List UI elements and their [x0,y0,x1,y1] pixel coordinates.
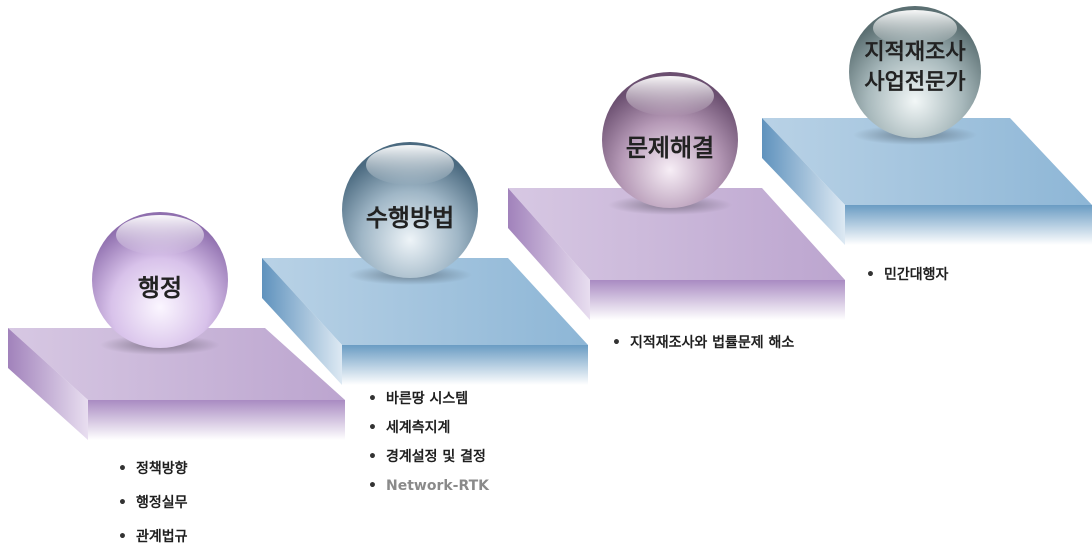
sphere-4 [849,6,981,145]
step-2-block [262,258,588,385]
sphere-4-label: 지적재조사 사업전문가 [845,38,985,98]
stair-diagram [8,6,1092,440]
bullet-item: Network-RTK [368,472,489,501]
bullet-item: 행정실무 [118,486,188,520]
sphere-4-label-line-2: 사업전문가 [864,70,966,95]
bullet-item: 민간대행자 [866,264,948,286]
bullet-item: 정책방향 [118,452,188,486]
step-2-bullets: 바른땅 시스템 세계측지계 경계설정 및 결정 Network-RTK [368,385,489,501]
step-1-bullets: 정책방향 행정실무 관계법규 [118,452,188,554]
sphere-1 [92,212,228,355]
step-4-block [762,118,1092,245]
sphere-1-label: 행정 [137,274,183,302]
sphere-4-label-line-1: 지적재조사 [864,40,966,65]
step-1-block [8,328,345,440]
sphere-3 [602,72,738,215]
sphere-3-label: 문제해결 [625,134,715,162]
step-3-bullets: 지적재조사와 법률문제 해소 [612,332,794,354]
bullet-item: 관계법규 [118,520,188,554]
step-3-block [508,188,845,320]
bullet-item: 바른땅 시스템 [368,385,489,414]
sphere-2 [342,142,478,285]
bullet-item: 세계측지계 [368,414,489,443]
sphere-2-label: 수행방법 [365,204,455,232]
step-4-bullets: 민간대행자 [866,264,948,286]
bullet-item: 경계설정 및 결정 [368,443,489,472]
bullet-item: 지적재조사와 법률문제 해소 [612,332,794,354]
